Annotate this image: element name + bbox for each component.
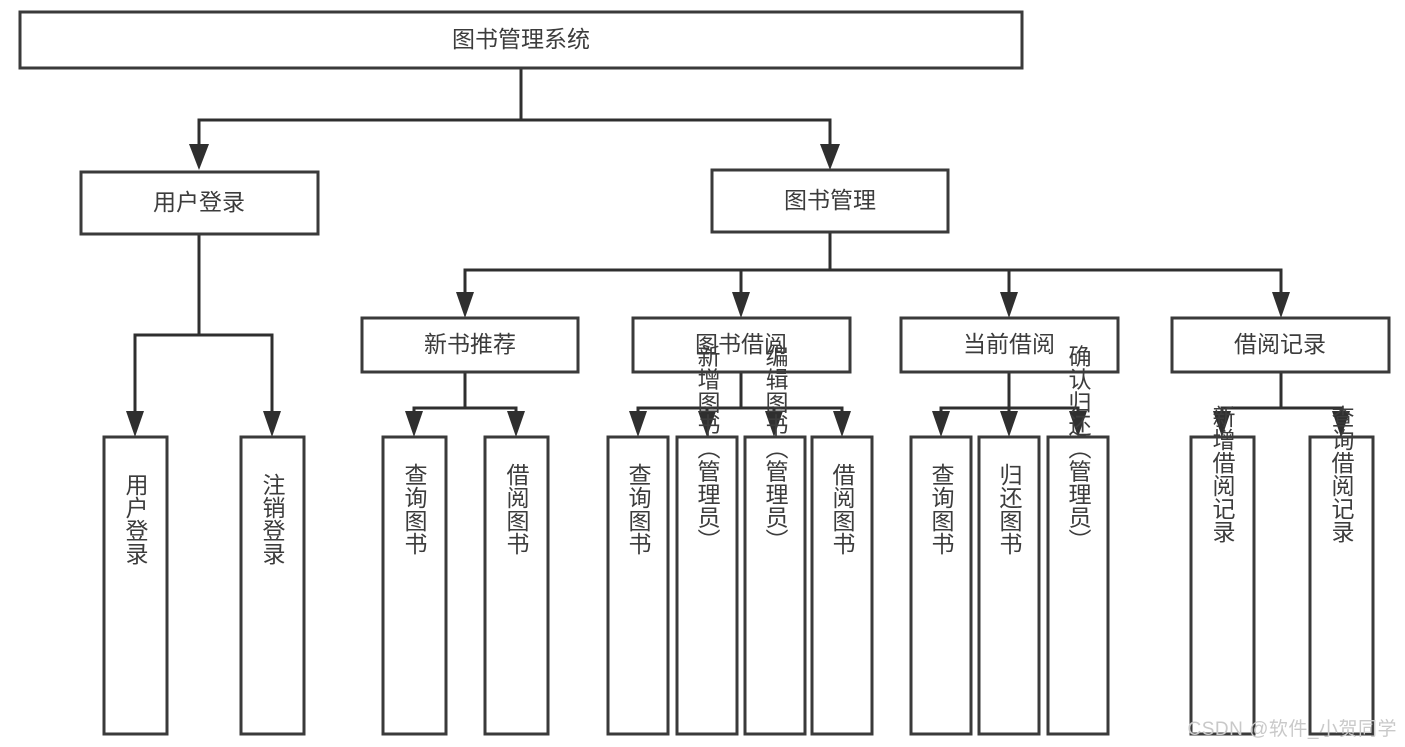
arrow-leaf-book-borrow-2: [698, 411, 716, 437]
arrow-leaf-book-borrow-3: [765, 411, 783, 437]
leaf-borrow-record-1-label: 新增借阅记录: [1209, 405, 1236, 543]
leaf-book-borrow-3[interactable]: 编辑图书（管理员）: [743, 345, 807, 736]
leaf-new-book-recommend-2-label: 借阅图书: [503, 463, 530, 555]
arrow-leaf-user-login-2: [263, 411, 281, 437]
leaf-book-borrow-1-label: 查询图书: [625, 463, 652, 555]
node-book-management-label: 图书管理: [784, 187, 876, 213]
leaf-book-borrow-4[interactable]: 借阅图书: [810, 435, 874, 736]
leaf-book-borrow-1[interactable]: 查询图书: [606, 435, 670, 736]
leaf-user-login-2[interactable]: 注销登录: [239, 435, 306, 736]
leaf-current-borrow-1[interactable]: 查询图书: [909, 435, 973, 736]
edges-layer: [126, 66, 1350, 437]
leaf-book-borrow-3-label: 编辑图书（管理员）: [762, 345, 789, 552]
leaf-user-login-2-label: 注销登录: [259, 473, 286, 565]
leaf-borrow-record-2-label: 查询借阅记录: [1328, 405, 1355, 543]
node-borrow-record[interactable]: 借阅记录: [1170, 316, 1391, 374]
leaf-book-borrow-2[interactable]: 新增图书（管理员）: [675, 345, 739, 736]
arrow-to-new-book-recommend: [456, 292, 474, 318]
node-current-borrow[interactable]: 当前借阅: [899, 316, 1120, 374]
arrow-to-user-login: [189, 144, 209, 170]
node-book-borrow[interactable]: 图书借阅: [631, 316, 852, 374]
leaf-current-borrow-2-label: 归还图书: [996, 463, 1023, 555]
node-user-login-label: 用户登录: [153, 189, 245, 215]
leaf-new-book-recommend-1[interactable]: 查询图书: [381, 435, 448, 736]
arrow-leaf-current-borrow-2: [1000, 411, 1018, 437]
arrow-leaf-new-book-2: [507, 411, 525, 437]
node-borrow-record-label: 借阅记录: [1234, 331, 1326, 357]
node-new-book-recommend[interactable]: 新书推荐: [360, 316, 580, 374]
arrow-leaf-borrow-record-2: [1332, 411, 1350, 437]
leaf-borrow-record-2[interactable]: 查询借阅记录: [1308, 405, 1375, 736]
arrow-leaf-current-borrow-3: [1069, 411, 1087, 437]
csdn-watermark: CSDN @软件_小贺同学: [1187, 719, 1397, 740]
leaf-book-borrow-4-label: 借阅图书: [829, 463, 856, 555]
arrow-to-borrow-record: [1272, 292, 1290, 318]
leaf-new-book-recommend-2[interactable]: 借阅图书: [483, 435, 550, 736]
node-root-book-management-system[interactable]: 图书管理系统: [18, 10, 1024, 70]
arrow-leaf-user-login-1: [126, 411, 144, 437]
arrow-to-book-mgmt: [820, 144, 840, 170]
leaf-current-borrow-1-label: 查询图书: [928, 463, 955, 555]
arrow-leaf-book-borrow-1: [629, 411, 647, 437]
node-root-label: 图书管理系统: [452, 26, 590, 52]
node-book-borrow-label: 图书借阅: [695, 331, 787, 357]
arrow-leaf-current-borrow-1: [932, 411, 950, 437]
leaf-user-login-1[interactable]: 用户登录: [102, 435, 169, 736]
leaf-user-login-1-label: 用户登录: [122, 473, 149, 565]
leaf-new-book-recommend-1-label: 查询图书: [401, 463, 428, 555]
node-book-management[interactable]: 图书管理: [710, 168, 950, 234]
node-current-borrow-label: 当前借阅: [963, 331, 1055, 357]
node-user-login[interactable]: 用户登录: [79, 170, 320, 236]
arrow-leaf-borrow-record-1: [1213, 411, 1231, 437]
arrow-leaf-book-borrow-4: [833, 411, 851, 437]
leaf-current-borrow-2[interactable]: 归还图书: [977, 435, 1041, 736]
arrow-to-current-borrow: [1000, 292, 1018, 318]
leaf-current-borrow-3[interactable]: 确认归还（管理员）: [1046, 345, 1110, 736]
node-new-book-recommend-label: 新书推荐: [424, 331, 516, 357]
leaf-book-borrow-2-label: 新增图书（管理员）: [694, 345, 721, 552]
arrow-to-book-borrow: [732, 292, 750, 318]
leaf-current-borrow-3-label: 确认归还（管理员）: [1065, 345, 1092, 552]
leaf-borrow-record-1[interactable]: 新增借阅记录: [1189, 405, 1256, 736]
arrow-leaf-new-book-1: [405, 411, 423, 437]
